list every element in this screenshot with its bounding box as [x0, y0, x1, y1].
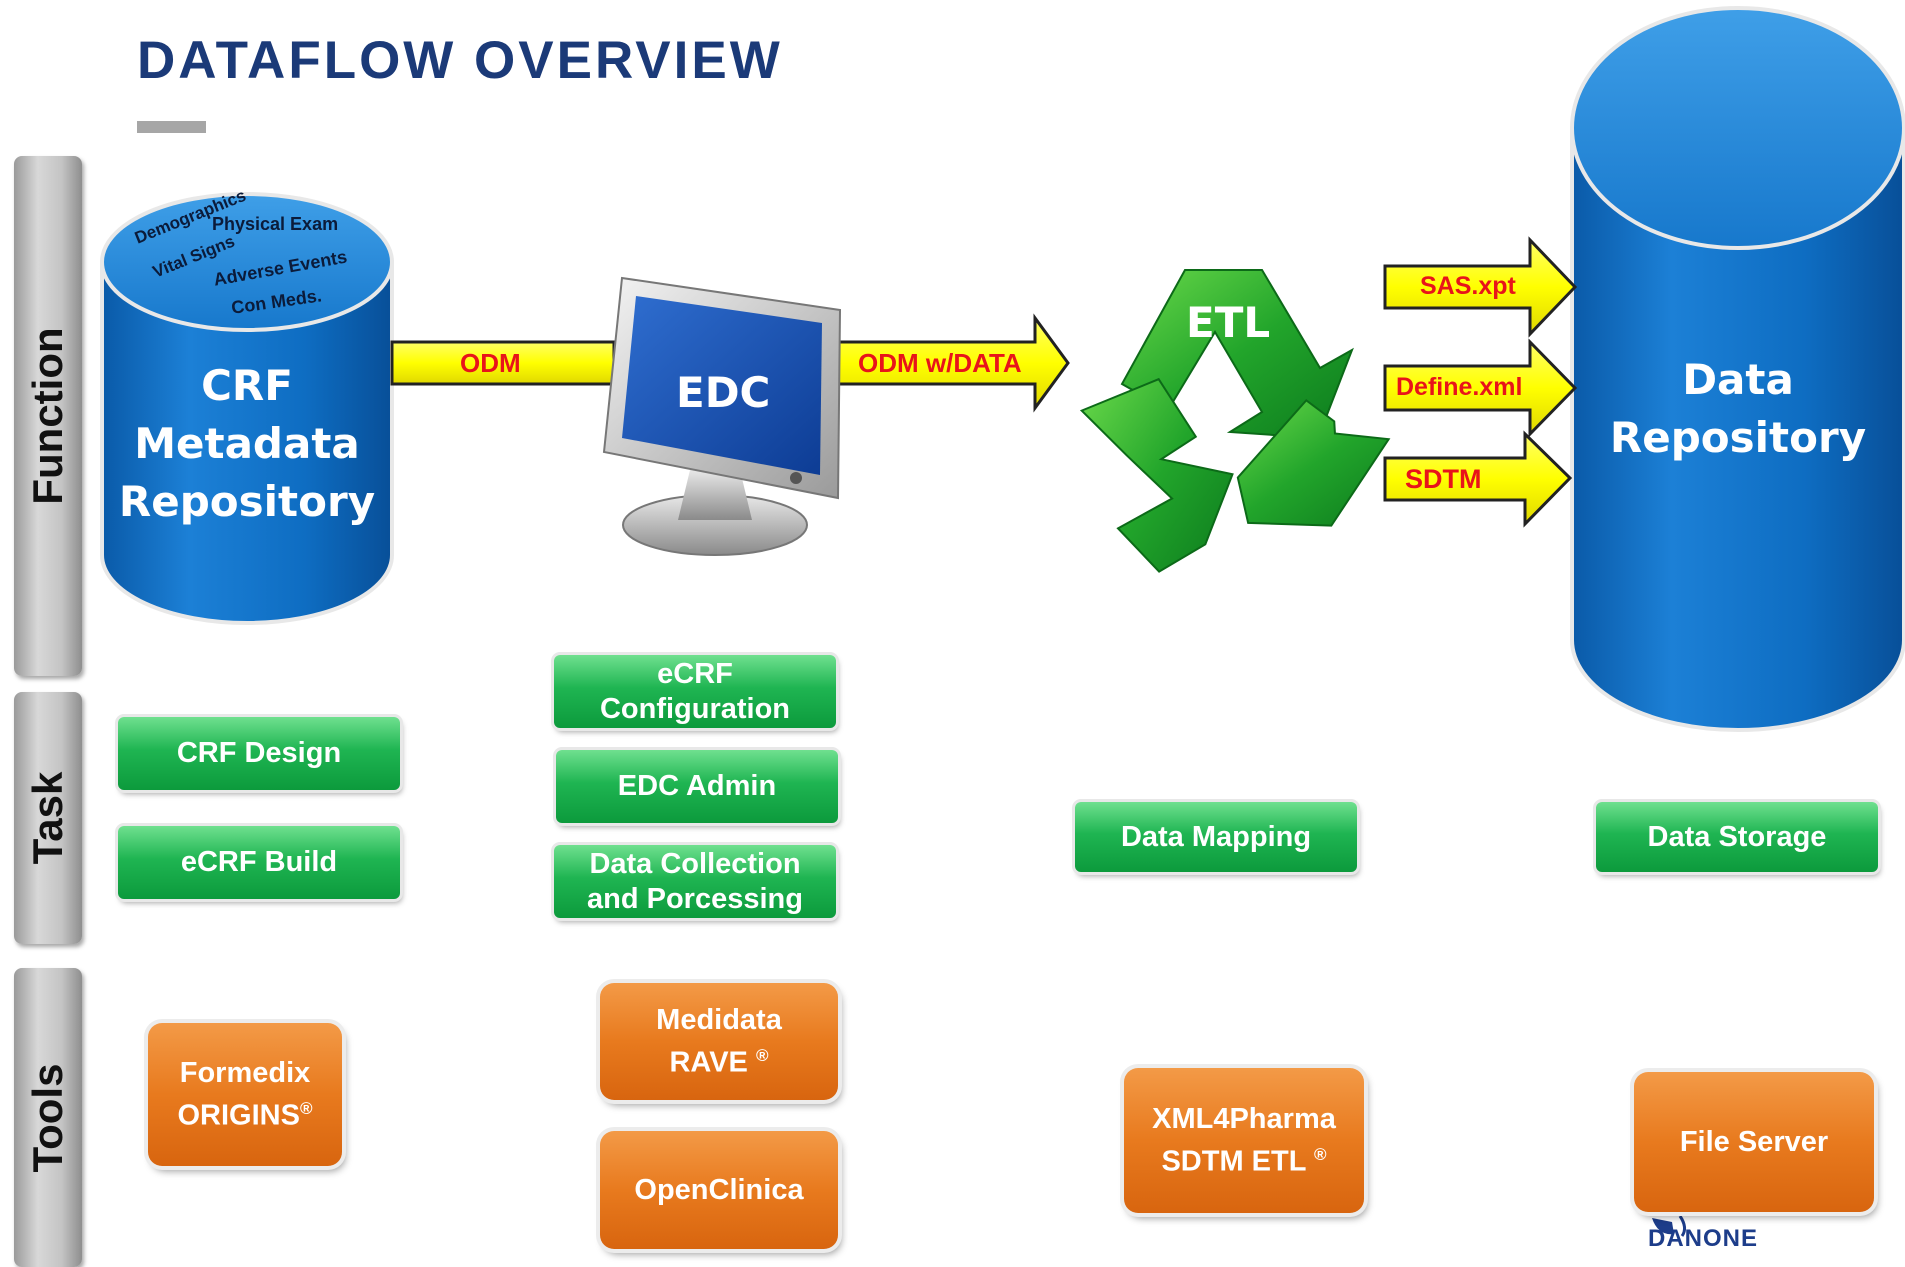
page-title: DATAFLOW OVERVIEW [137, 31, 783, 90]
title-underline [137, 121, 206, 133]
etl-label: ETL [1186, 298, 1271, 347]
task-data-collection-line1: Data Collection [589, 847, 801, 880]
odm-data-arrow [832, 313, 1070, 413]
data-repository-cylinder [1570, 6, 1905, 732]
tool-formedix-line2: ORIGINS® [177, 1098, 313, 1132]
edc-monitor-icon [602, 276, 842, 556]
task-data-collection-line2: and Porcessing [587, 882, 803, 915]
define-xml-arrow [1383, 338, 1578, 438]
define-xml-arrow-label: Define.xml [1396, 373, 1523, 401]
tool-medidata-line2: RAVE ® [669, 1045, 769, 1079]
data-repo-label-line2: Repository [1609, 413, 1867, 462]
crf-top-word-physical-exam: Physical Exam [212, 214, 339, 234]
task-data-collection[interactable]: Data Collection and Porcessing [554, 845, 836, 918]
tool-xml4pharma-sdtm-etl[interactable]: XML4Pharma SDTM ETL ® [1124, 1068, 1364, 1213]
odm-data-arrow-label: ODM w/DATA [858, 348, 1022, 378]
tool-formedix-origins[interactable]: Formedix ORIGINS® [148, 1023, 342, 1166]
tool-medidata-rave[interactable]: Medidata RAVE ® [600, 983, 838, 1100]
data-repository-label: Data Repository [1572, 351, 1904, 467]
registered-mark: ® [1314, 1144, 1327, 1164]
crf-label-line2: Metadata [134, 419, 360, 468]
sdtm-arrow-label: SDTM [1405, 464, 1482, 494]
task-ecrf-configuration-line2: Configuration [599, 692, 791, 725]
task-ecrf-configuration-line1: eCRF [657, 657, 733, 690]
tool-xml4pharma-line2: SDTM ETL ® [1161, 1144, 1327, 1178]
crf-repository-cylinder [100, 192, 394, 625]
danone-logo-text: DANONE [1648, 1225, 1759, 1252]
tool-medidata-line1: Medidata [656, 1003, 782, 1036]
crf-label-line1: CRF [201, 361, 293, 410]
tool-xml4pharma-line1: XML4Pharma [1152, 1102, 1336, 1135]
row-tab-tools: Tools [14, 968, 82, 1267]
tool-openclinica[interactable]: OpenClinica [600, 1131, 838, 1249]
task-ecrf-configuration[interactable]: eCRF Configuration [554, 655, 836, 728]
edc-label: EDC [676, 368, 771, 417]
tool-file-server[interactable]: File Server [1634, 1072, 1874, 1212]
task-data-mapping[interactable]: Data Mapping [1075, 802, 1357, 872]
row-tab-task: Task [14, 692, 82, 944]
sas-xpt-arrow-label: SAS.xpt [1420, 272, 1516, 300]
registered-mark: ® [755, 1045, 769, 1065]
data-repo-label-line1: Data [1682, 355, 1794, 404]
row-tab-function: Function [14, 156, 82, 676]
danone-logo-mark [1652, 1215, 1687, 1237]
tool-formedix-line1: Formedix [179, 1056, 311, 1089]
sas-xpt-arrow [1383, 236, 1578, 338]
task-ecrf-build[interactable]: eCRF Build [118, 826, 400, 899]
crf-label-line3: Repository [118, 477, 376, 526]
task-crf-design[interactable]: CRF Design [118, 717, 400, 790]
odm-arrow-label: ODM [460, 348, 521, 378]
task-data-storage[interactable]: Data Storage [1596, 802, 1878, 872]
task-edc-admin[interactable]: EDC Admin [556, 750, 838, 823]
etl-recycle-icon [1079, 269, 1391, 573]
sdtm-arrow [1383, 430, 1573, 528]
registered-mark: ® [299, 1098, 313, 1118]
crf-repository-label: CRF Metadata Repository [102, 357, 392, 531]
